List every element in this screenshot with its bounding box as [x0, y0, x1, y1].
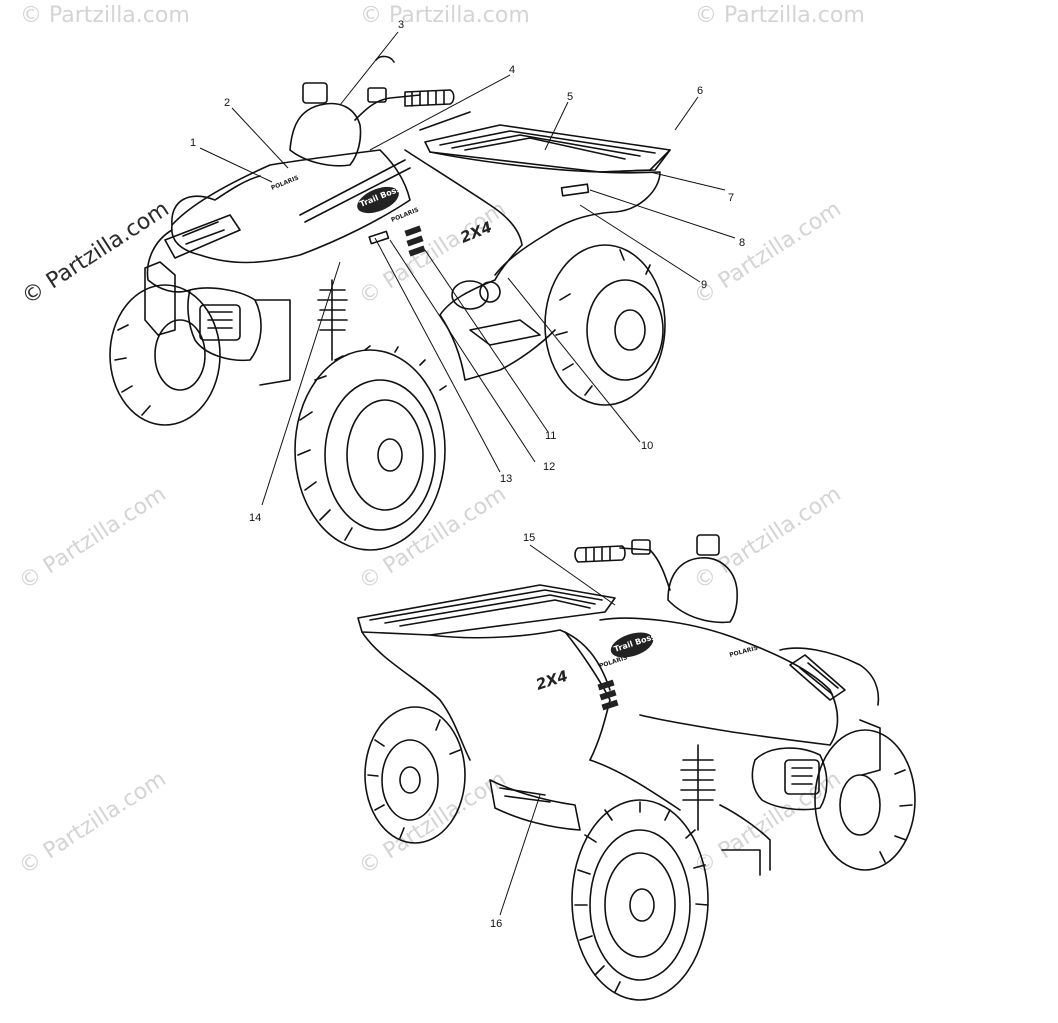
- front-fender-bottom: [779, 647, 880, 706]
- rear-rack: [424, 124, 671, 173]
- side-panel-bottom: [599, 617, 839, 746]
- watermark-row4-1: © Partzilla.com: [15, 767, 171, 880]
- rear-fender: [429, 151, 661, 276]
- watermark-row4-2: © Partzilla.com: [355, 767, 511, 880]
- watermark-row3-3: © Partzilla.com: [690, 482, 846, 595]
- rear-right-wheel: [544, 244, 666, 406]
- front-bumper: [144, 261, 176, 336]
- front-shock: [317, 279, 348, 361]
- headlight: [199, 304, 241, 341]
- watermark-left-dark: © Partzilla.com: [18, 197, 174, 310]
- rear-left-wheel-bottom: [364, 706, 466, 844]
- callout-5: 5: [567, 91, 573, 103]
- watermark-top-center: © Partzilla.com: [360, 3, 530, 28]
- watermark-row4-3: © Partzilla.com: [690, 767, 846, 880]
- headlight-bottom: [784, 759, 820, 795]
- grip: [404, 89, 455, 107]
- rear-rack-bottom: [357, 584, 616, 636]
- callout-16: 16: [490, 918, 502, 930]
- atv-bottom-illustration: [357, 534, 916, 1001]
- callout-11: 11: [545, 430, 556, 442]
- drive-badge-bottom: 2X4: [534, 667, 570, 694]
- leader-lines: [199, 31, 736, 916]
- handlebar-pod-bottom: [667, 557, 738, 624]
- front-left-wheel-bottom: [814, 729, 916, 871]
- callout-13: 13: [500, 473, 512, 485]
- atv-top-illustration: [109, 55, 671, 551]
- callout-4: 4: [509, 64, 515, 76]
- callout-9: 9: [701, 279, 707, 291]
- callout-14: 14: [249, 512, 261, 524]
- watermark-mid-2: © Partzilla.com: [690, 197, 846, 310]
- callout-15: 15: [523, 532, 535, 544]
- callout-2: 2: [224, 97, 230, 109]
- callout-3: 3: [398, 19, 404, 31]
- watermark-row3-2: © Partzilla.com: [355, 482, 511, 595]
- callout-10: 10: [641, 440, 653, 452]
- front-left-wheel: [294, 345, 447, 551]
- atv-bottom-decals: Trail Boss 2X4 POLARIS POLARIS: [534, 632, 759, 711]
- brand-decal-top-hood: POLARIS: [270, 174, 300, 191]
- front-right-wheel: [109, 284, 221, 426]
- callout-8: 8: [739, 237, 745, 249]
- rear-fender-bottom: [361, 631, 471, 761]
- front-right-wheel-bottom: [571, 799, 709, 1001]
- brand-decal-bottom-hood: POLARIS: [729, 645, 759, 659]
- grip-bottom: [574, 545, 626, 563]
- callout-1: 1: [190, 137, 196, 149]
- handlebar-pod: [289, 102, 362, 167]
- callout-12: 12: [543, 461, 555, 473]
- watermark-top-left: © Partzilla.com: [20, 3, 190, 28]
- front-shock-bottom: [680, 744, 716, 831]
- watermarks: © Partzilla.com © Partzilla.com © Partzi…: [15, 3, 865, 880]
- callout-6: 6: [697, 85, 703, 97]
- callout-7: 7: [728, 192, 734, 204]
- callout-numbers: 1 2 3 4 5 6 7 8 9 10 11 12 13 14 15 16: [190, 19, 745, 930]
- watermark-top-right: © Partzilla.com: [695, 3, 865, 28]
- handlebar: [354, 94, 421, 121]
- side-panel: [404, 149, 523, 316]
- watermark-row3-1: © Partzilla.com: [15, 482, 171, 595]
- brand-decal-bottom-side: POLARIS: [598, 654, 628, 670]
- front-fender: [171, 175, 261, 226]
